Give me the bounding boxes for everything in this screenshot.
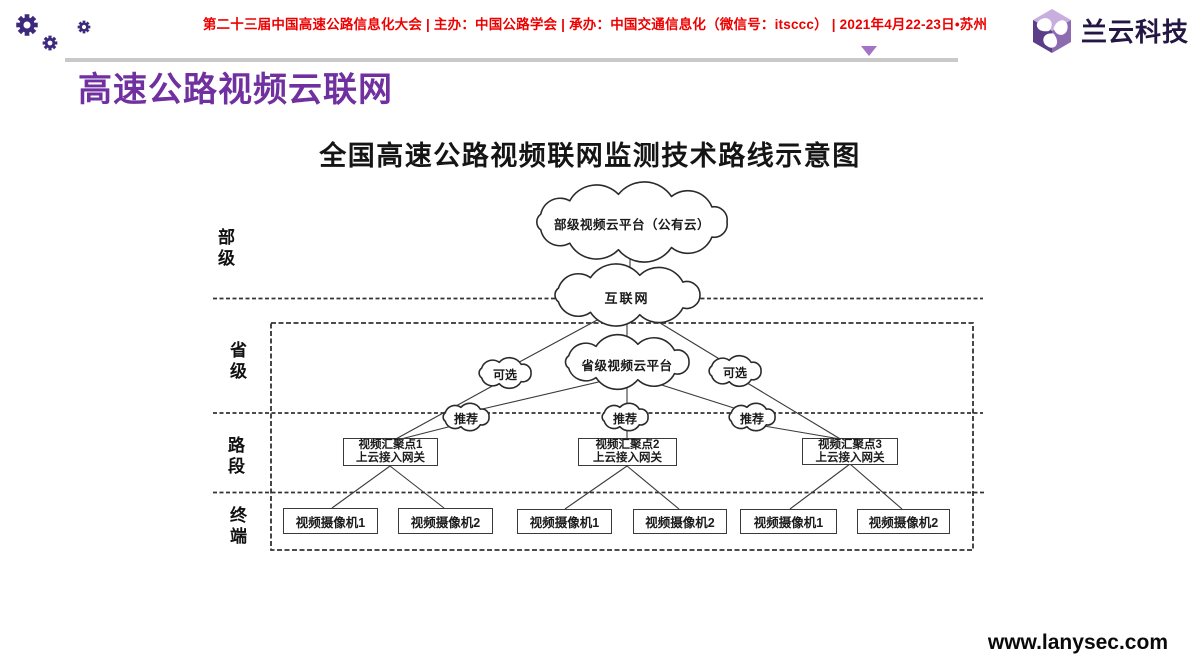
gateway-box-2: 视频汇聚点2 上云接入网关 [578,438,677,466]
level-label-terminal: 终端 [227,506,246,548]
ministry-cloud-label: 部级视频云平台（公有云） [553,218,710,232]
gateway-box-3: 视频汇聚点3 上云接入网关 [802,438,898,465]
recommended-cloud-label-right: 推荐 [739,412,764,426]
decor-diamond-icon [861,46,877,56]
conference-banner: 第二十三届中国高速公路信息化大会 | 主办：中国公路学会 | 承办：中国交通信息… [202,17,988,32]
gateway-2-name: 视频汇聚点2 [595,439,660,451]
logo-text: 兰云科技 [1081,17,1190,47]
internet-cloud-label: 互联网 [604,291,650,306]
camera-box: 视频摄像机1 [517,509,612,534]
diagram-title: 全国高速公路视频联网监测技术路线示意图 [319,141,861,171]
level-label-province: 省级 [227,341,246,383]
gateway-2-role: 上云接入网关 [593,452,662,464]
divider-line [65,58,958,62]
camera-box: 视频摄像机1 [283,508,378,534]
gateway-1-name: 视频汇聚点1 [358,439,423,451]
camera-box: 视频摄像机1 [740,509,837,534]
gateway-3-role: 上云接入网关 [815,451,885,464]
camera-box: 视频摄像机2 [398,508,493,534]
recommended-cloud-label-left: 推荐 [453,412,478,426]
page-title: 高速公路视频云联网 [78,71,393,109]
level-label-ministry: 部级 [215,228,234,270]
website-url: www.lanysec.com [987,631,1168,654]
gateway-box-1: 视频汇聚点1 上云接入网关 [343,438,438,466]
recommended-cloud-label-middle: 推荐 [612,412,637,426]
gateway-3-name: 视频汇聚点3 [818,438,882,451]
level-label-roadsection: 路段 [225,436,244,478]
optional-cloud-label-right: 可选 [722,366,747,380]
gateway-1-role: 上云接入网关 [356,452,425,464]
camera-box: 视频摄像机2 [857,509,950,534]
camera-box: 视频摄像机2 [633,509,727,534]
provincial-cloud-label: 省级视频云平台 [581,359,673,373]
optional-cloud-label-left: 可选 [492,368,517,382]
